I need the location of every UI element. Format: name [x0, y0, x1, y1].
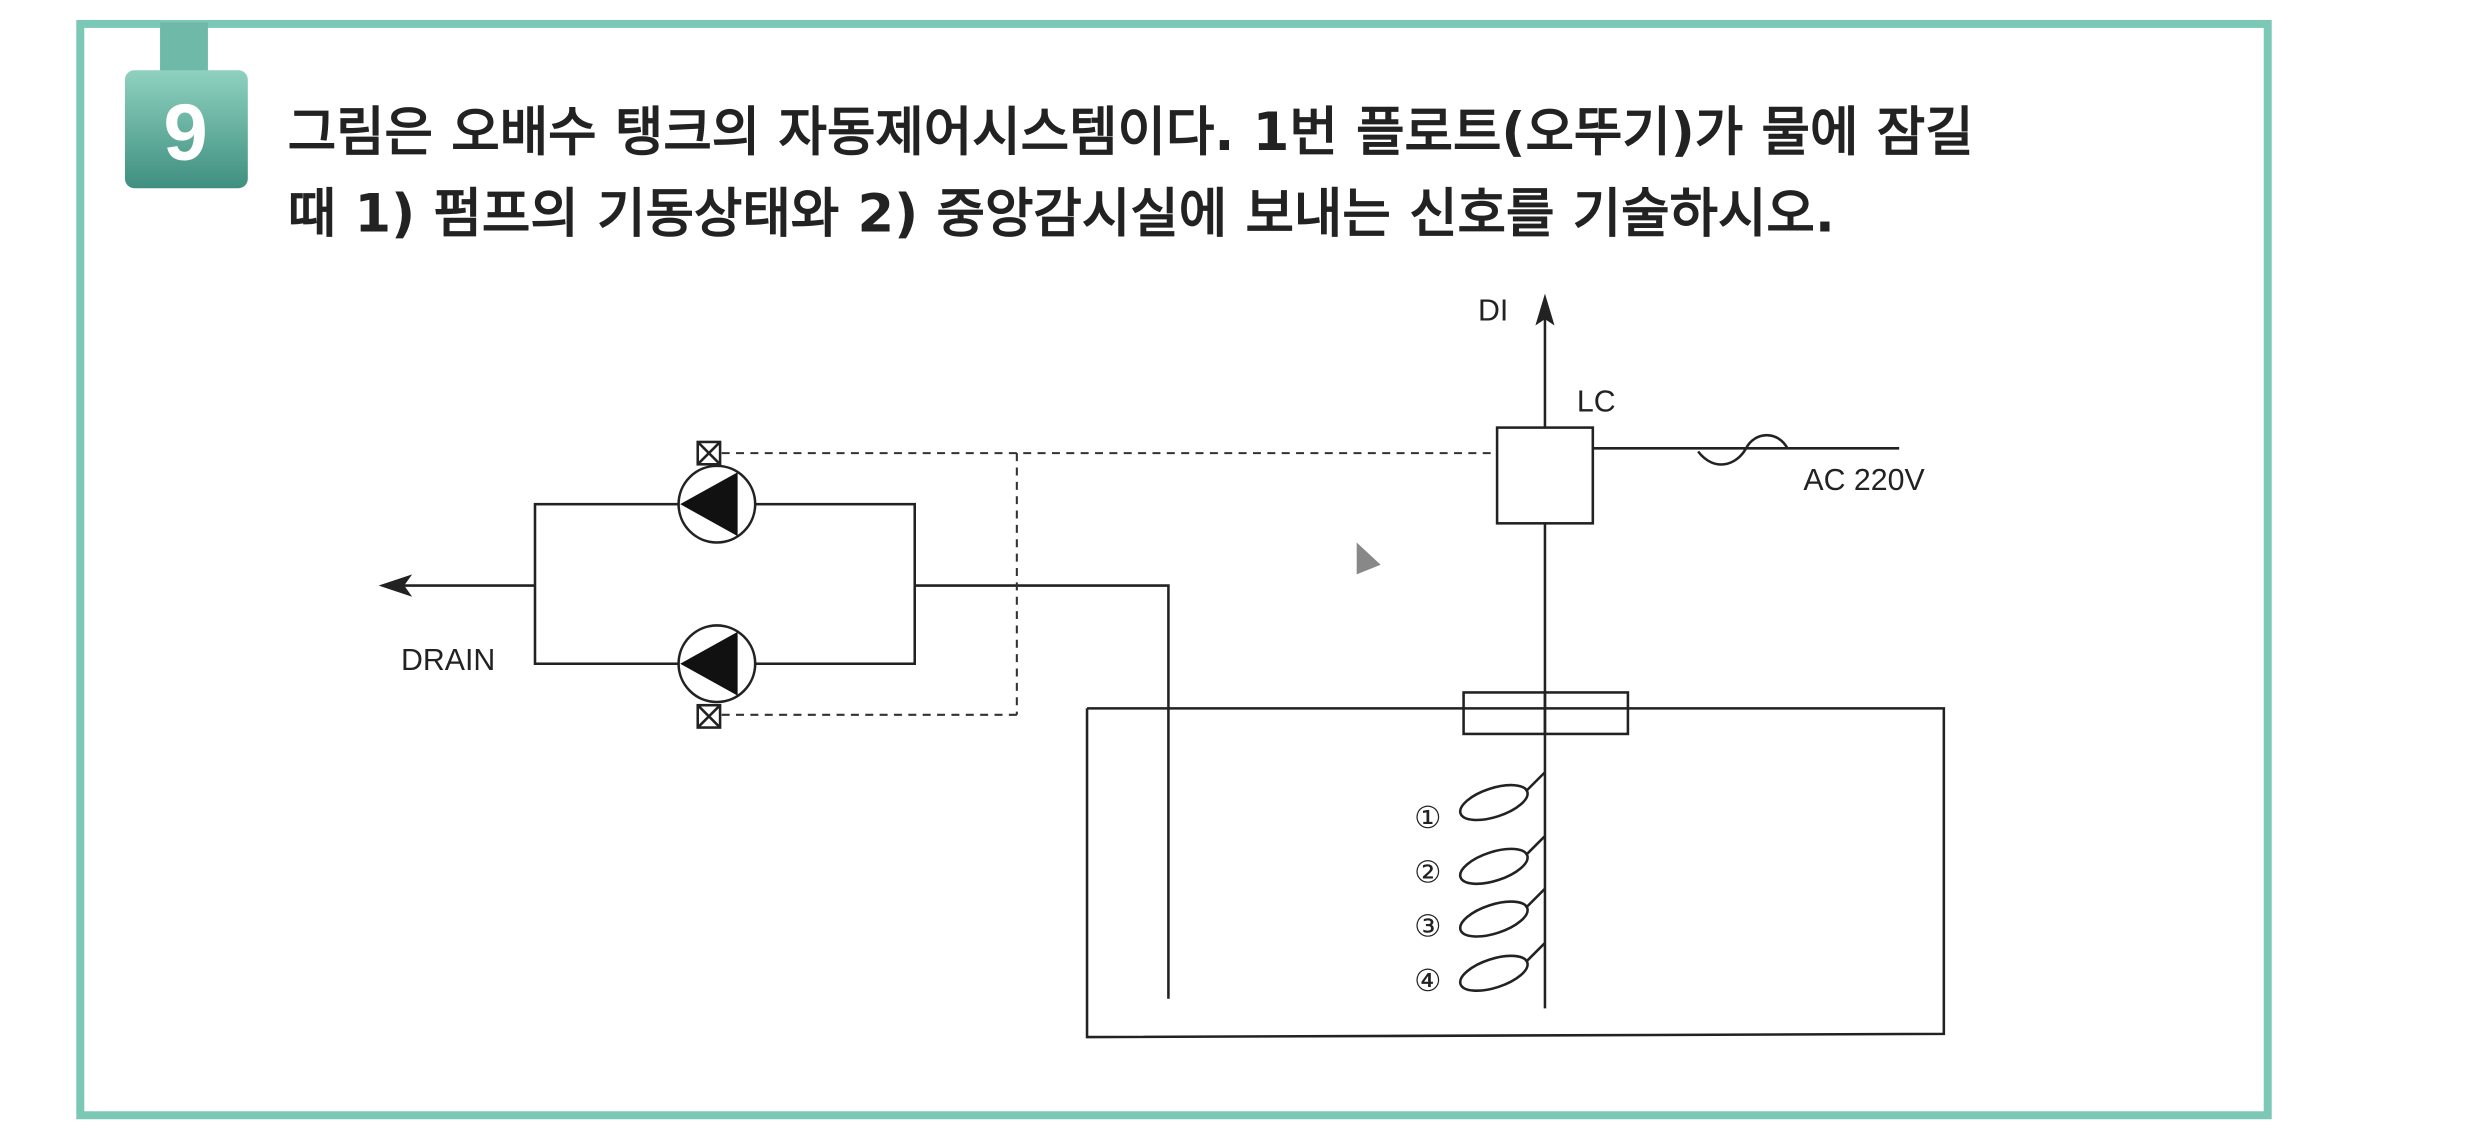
float-4	[1458, 942, 1546, 992]
power-line	[1592, 433, 1900, 466]
float-label-1: ①	[1414, 802, 1441, 835]
drain-label: DRAIN	[401, 644, 495, 677]
question-number-badge: 9	[124, 22, 248, 189]
pump-2-starter-icon	[696, 703, 722, 729]
drain-tank	[1085, 691, 1946, 1039]
di-signal-arrow	[1535, 293, 1555, 428]
pump-2-icon	[677, 624, 757, 704]
suction-pipe	[914, 584, 1170, 999]
question-frame	[76, 19, 2272, 1120]
question-text-line1: 그림은 오배수 탱크의 자동제어시스템이다. 1번 플로트(오뚜기)가 물에 잠…	[288, 102, 1974, 163]
question-number: 9	[163, 88, 207, 177]
lc-label: LC	[1577, 386, 1616, 419]
di-label: DI	[1478, 295, 1508, 328]
level-controller-box	[1495, 426, 1595, 525]
float-2	[1458, 835, 1546, 886]
power-label: AC 220V	[1803, 464, 1925, 497]
float-switches	[1458, 771, 1546, 992]
pump-1-icon	[677, 464, 757, 544]
pump-1-starter-icon	[696, 440, 722, 466]
question-text-line2: 때 1) 펌프의 기동상태와 2) 중앙감시실에 보내는 신호를 기술하시오.	[288, 183, 1835, 244]
control-signal-lines	[721, 452, 1493, 716]
drain-arrow	[378, 574, 535, 597]
float-label-3: ③	[1414, 911, 1441, 944]
float-1	[1458, 771, 1546, 822]
float-label-2: ②	[1414, 856, 1441, 889]
mouse-cursor-icon	[1356, 542, 1381, 575]
float-label-4: ④	[1414, 965, 1441, 998]
float-3	[1458, 887, 1546, 938]
